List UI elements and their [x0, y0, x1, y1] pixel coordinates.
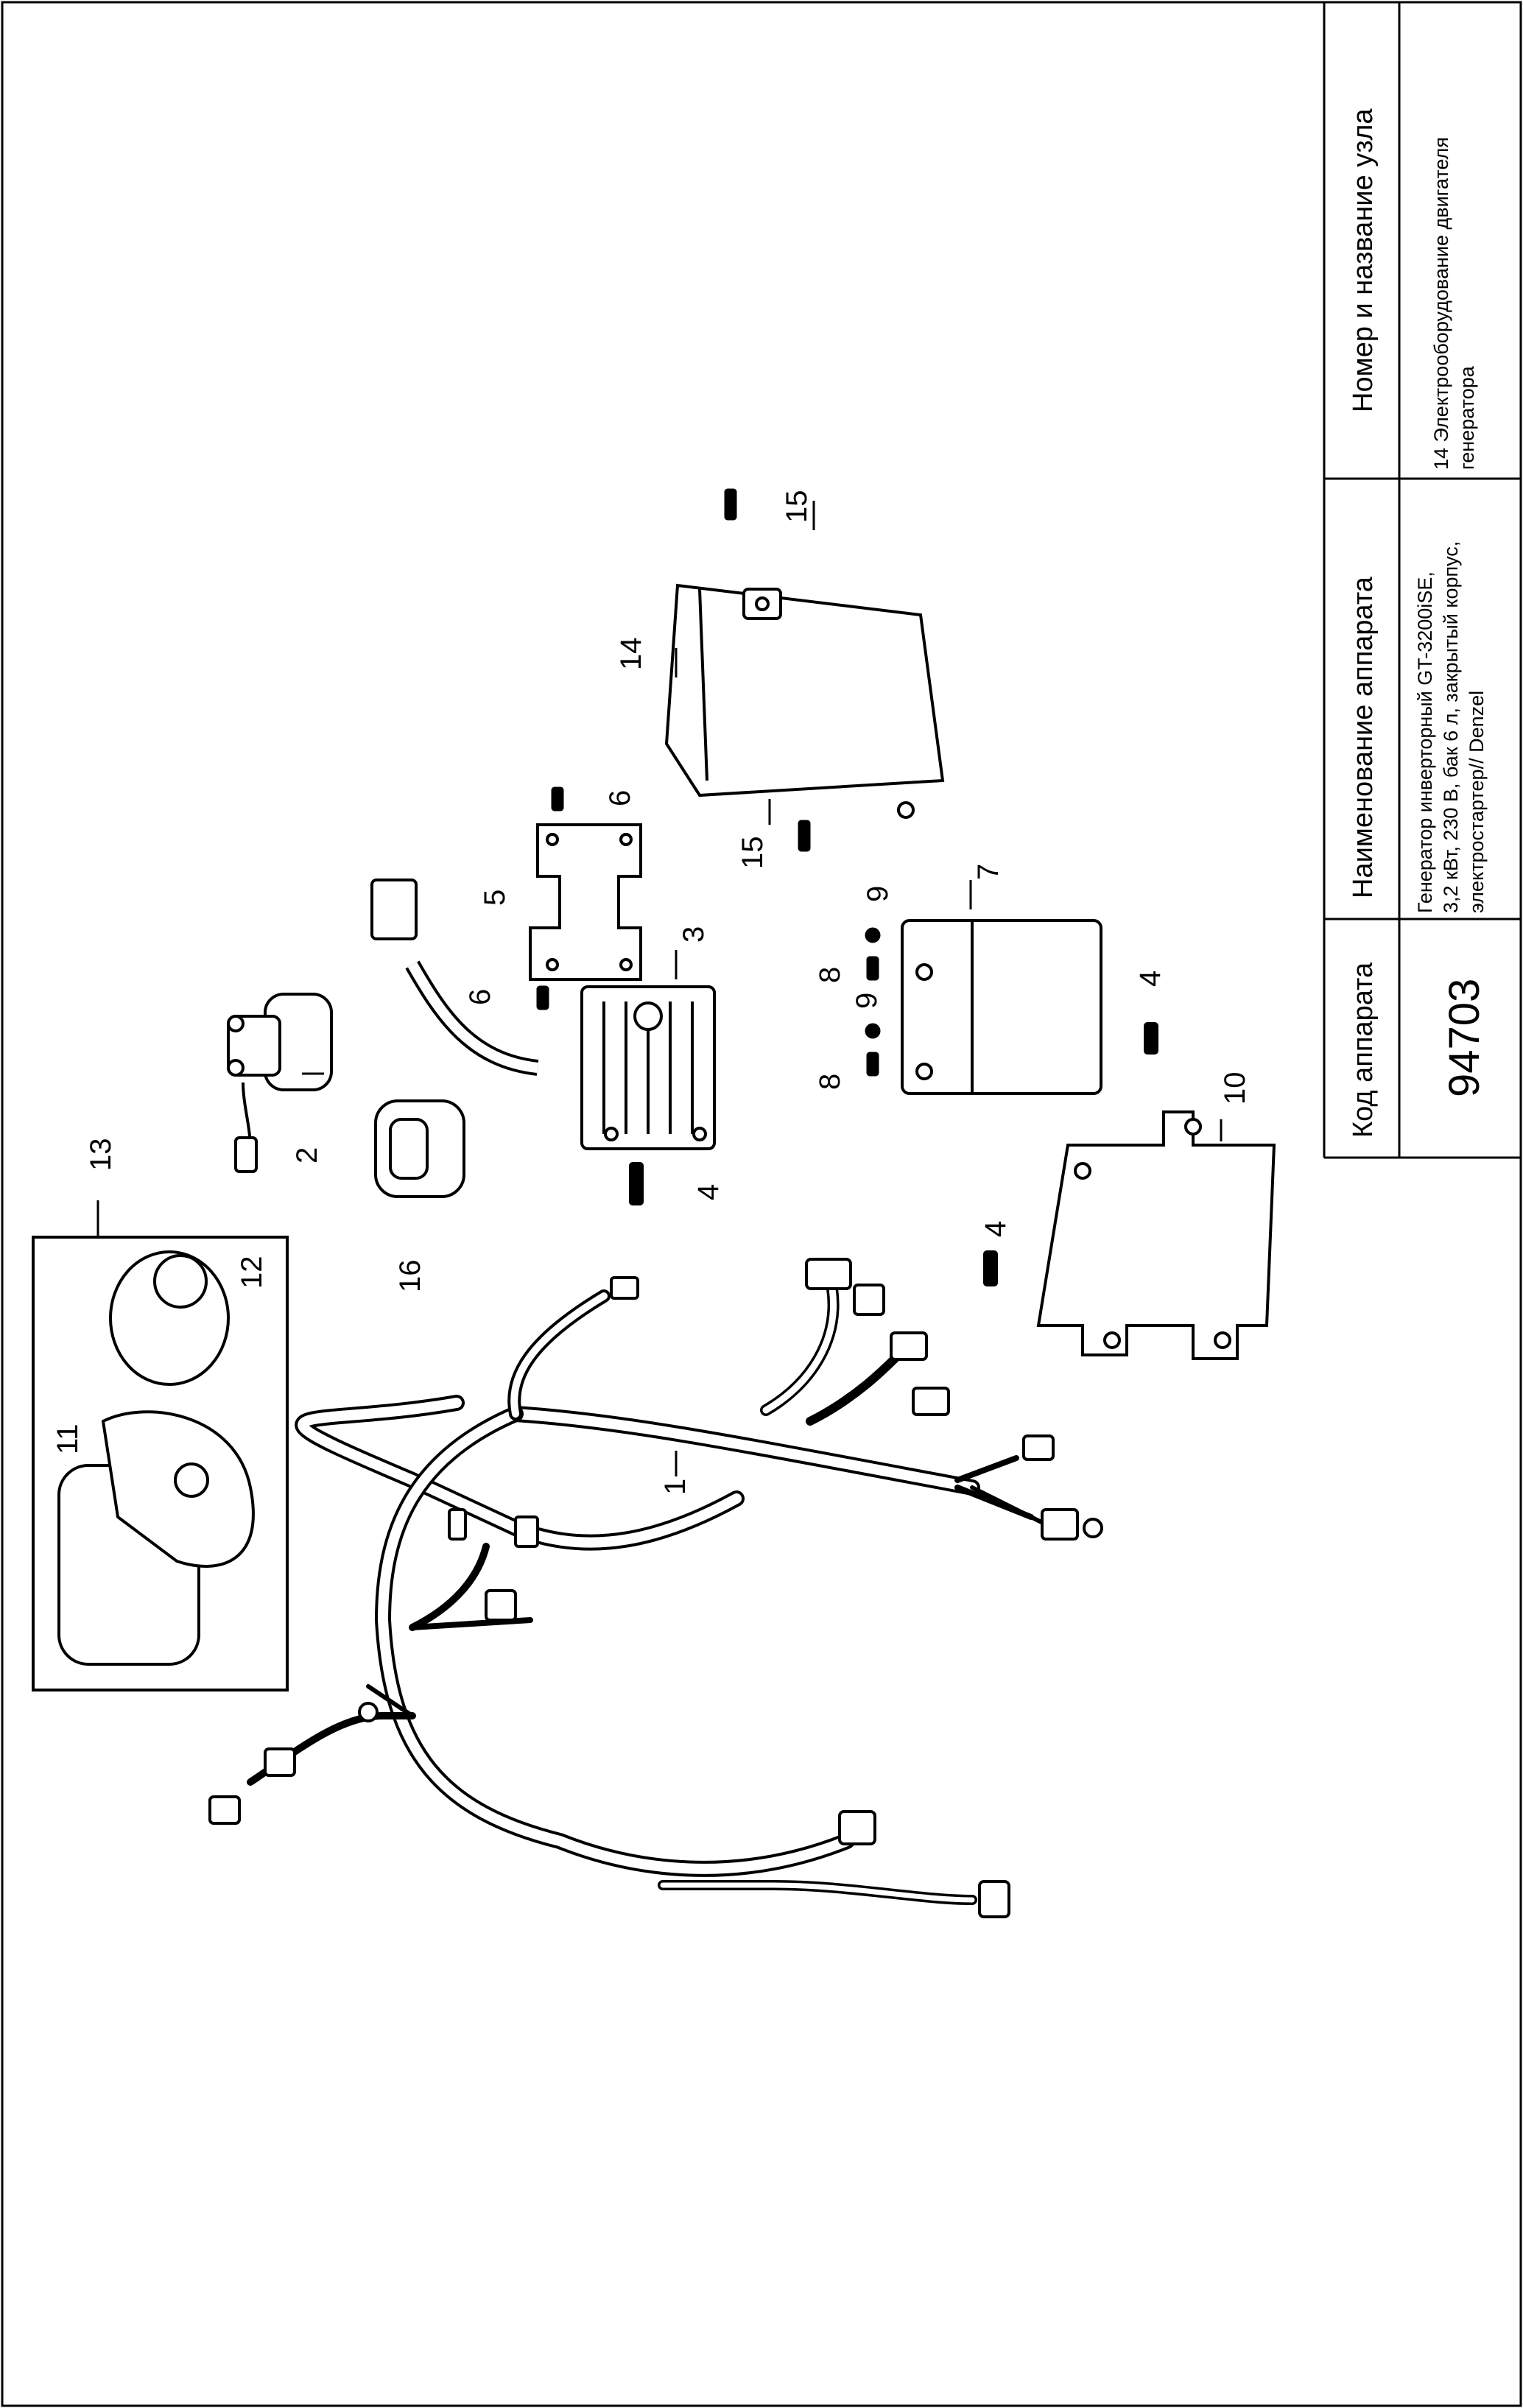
code-value: 94703 [1441, 978, 1488, 1097]
callout-14: 14 [615, 637, 647, 671]
callout-12: 12 [236, 1256, 268, 1289]
callout-4-tray: 4 [979, 1220, 1012, 1237]
callout-9-bottom: 9 [851, 992, 883, 1009]
battery-terminal-hardware [865, 927, 881, 1077]
leader-lines [96, 501, 1223, 1476]
name-line-1: Генератор инверторный GT-3200iSE, [1414, 571, 1436, 913]
title-block-grid [1323, 2, 1521, 1159]
callout-3: 3 [678, 926, 710, 943]
voltage-regulator [370, 879, 716, 1150]
unit-line-2: генератора [1456, 366, 1478, 470]
battery-cover [664, 583, 945, 819]
callout-8-bottom: 8 [814, 1073, 846, 1090]
cover-screws [724, 488, 811, 852]
battery-tray [1036, 1110, 1276, 1360]
callout-4-battery: 4 [1134, 970, 1167, 987]
callout-4-regulator: 4 [692, 1183, 725, 1200]
ignition-coil [374, 1099, 465, 1198]
callout-13: 13 [85, 1138, 117, 1172]
callout-7: 7 [972, 863, 1005, 880]
battery [901, 919, 1102, 1095]
unit-line-1: 14 Электрооборудование двигателя [1430, 137, 1452, 470]
starter-relay [227, 993, 333, 1173]
regulator-bracket [529, 823, 642, 981]
bolts [629, 1022, 1158, 1286]
name-line-3: электростартер// Denzel [1466, 690, 1488, 913]
callout-6-bottom: 6 [464, 988, 496, 1005]
callout-9-top: 9 [862, 885, 894, 902]
name-line-2: 3,2 кВт, 230 В, бак 6 л, закрытый корпус… [1440, 541, 1462, 913]
callout-1: 1 [659, 1478, 692, 1495]
callout-15-bottom: 15 [736, 836, 769, 870]
screws [536, 786, 564, 1010]
callout-2: 2 [291, 1147, 323, 1163]
callout-5: 5 [479, 889, 511, 906]
code-header: Код аппарата [1348, 962, 1379, 1138]
callout-16: 16 [394, 1259, 426, 1293]
callout-6-top: 6 [604, 789, 636, 806]
unit-header: Номер и название узла [1348, 108, 1379, 412]
name-header: Наименование аппарата [1348, 577, 1379, 898]
harness-connectors [208, 1258, 1103, 1918]
callout-15-top: 15 [781, 490, 813, 524]
wiring-harness [247, 1283, 1048, 1905]
callout-8-top: 8 [814, 966, 846, 983]
callout-11: 11 [52, 1423, 84, 1454]
starter-box [32, 1236, 289, 1691]
callout-10: 10 [1219, 1071, 1251, 1105]
